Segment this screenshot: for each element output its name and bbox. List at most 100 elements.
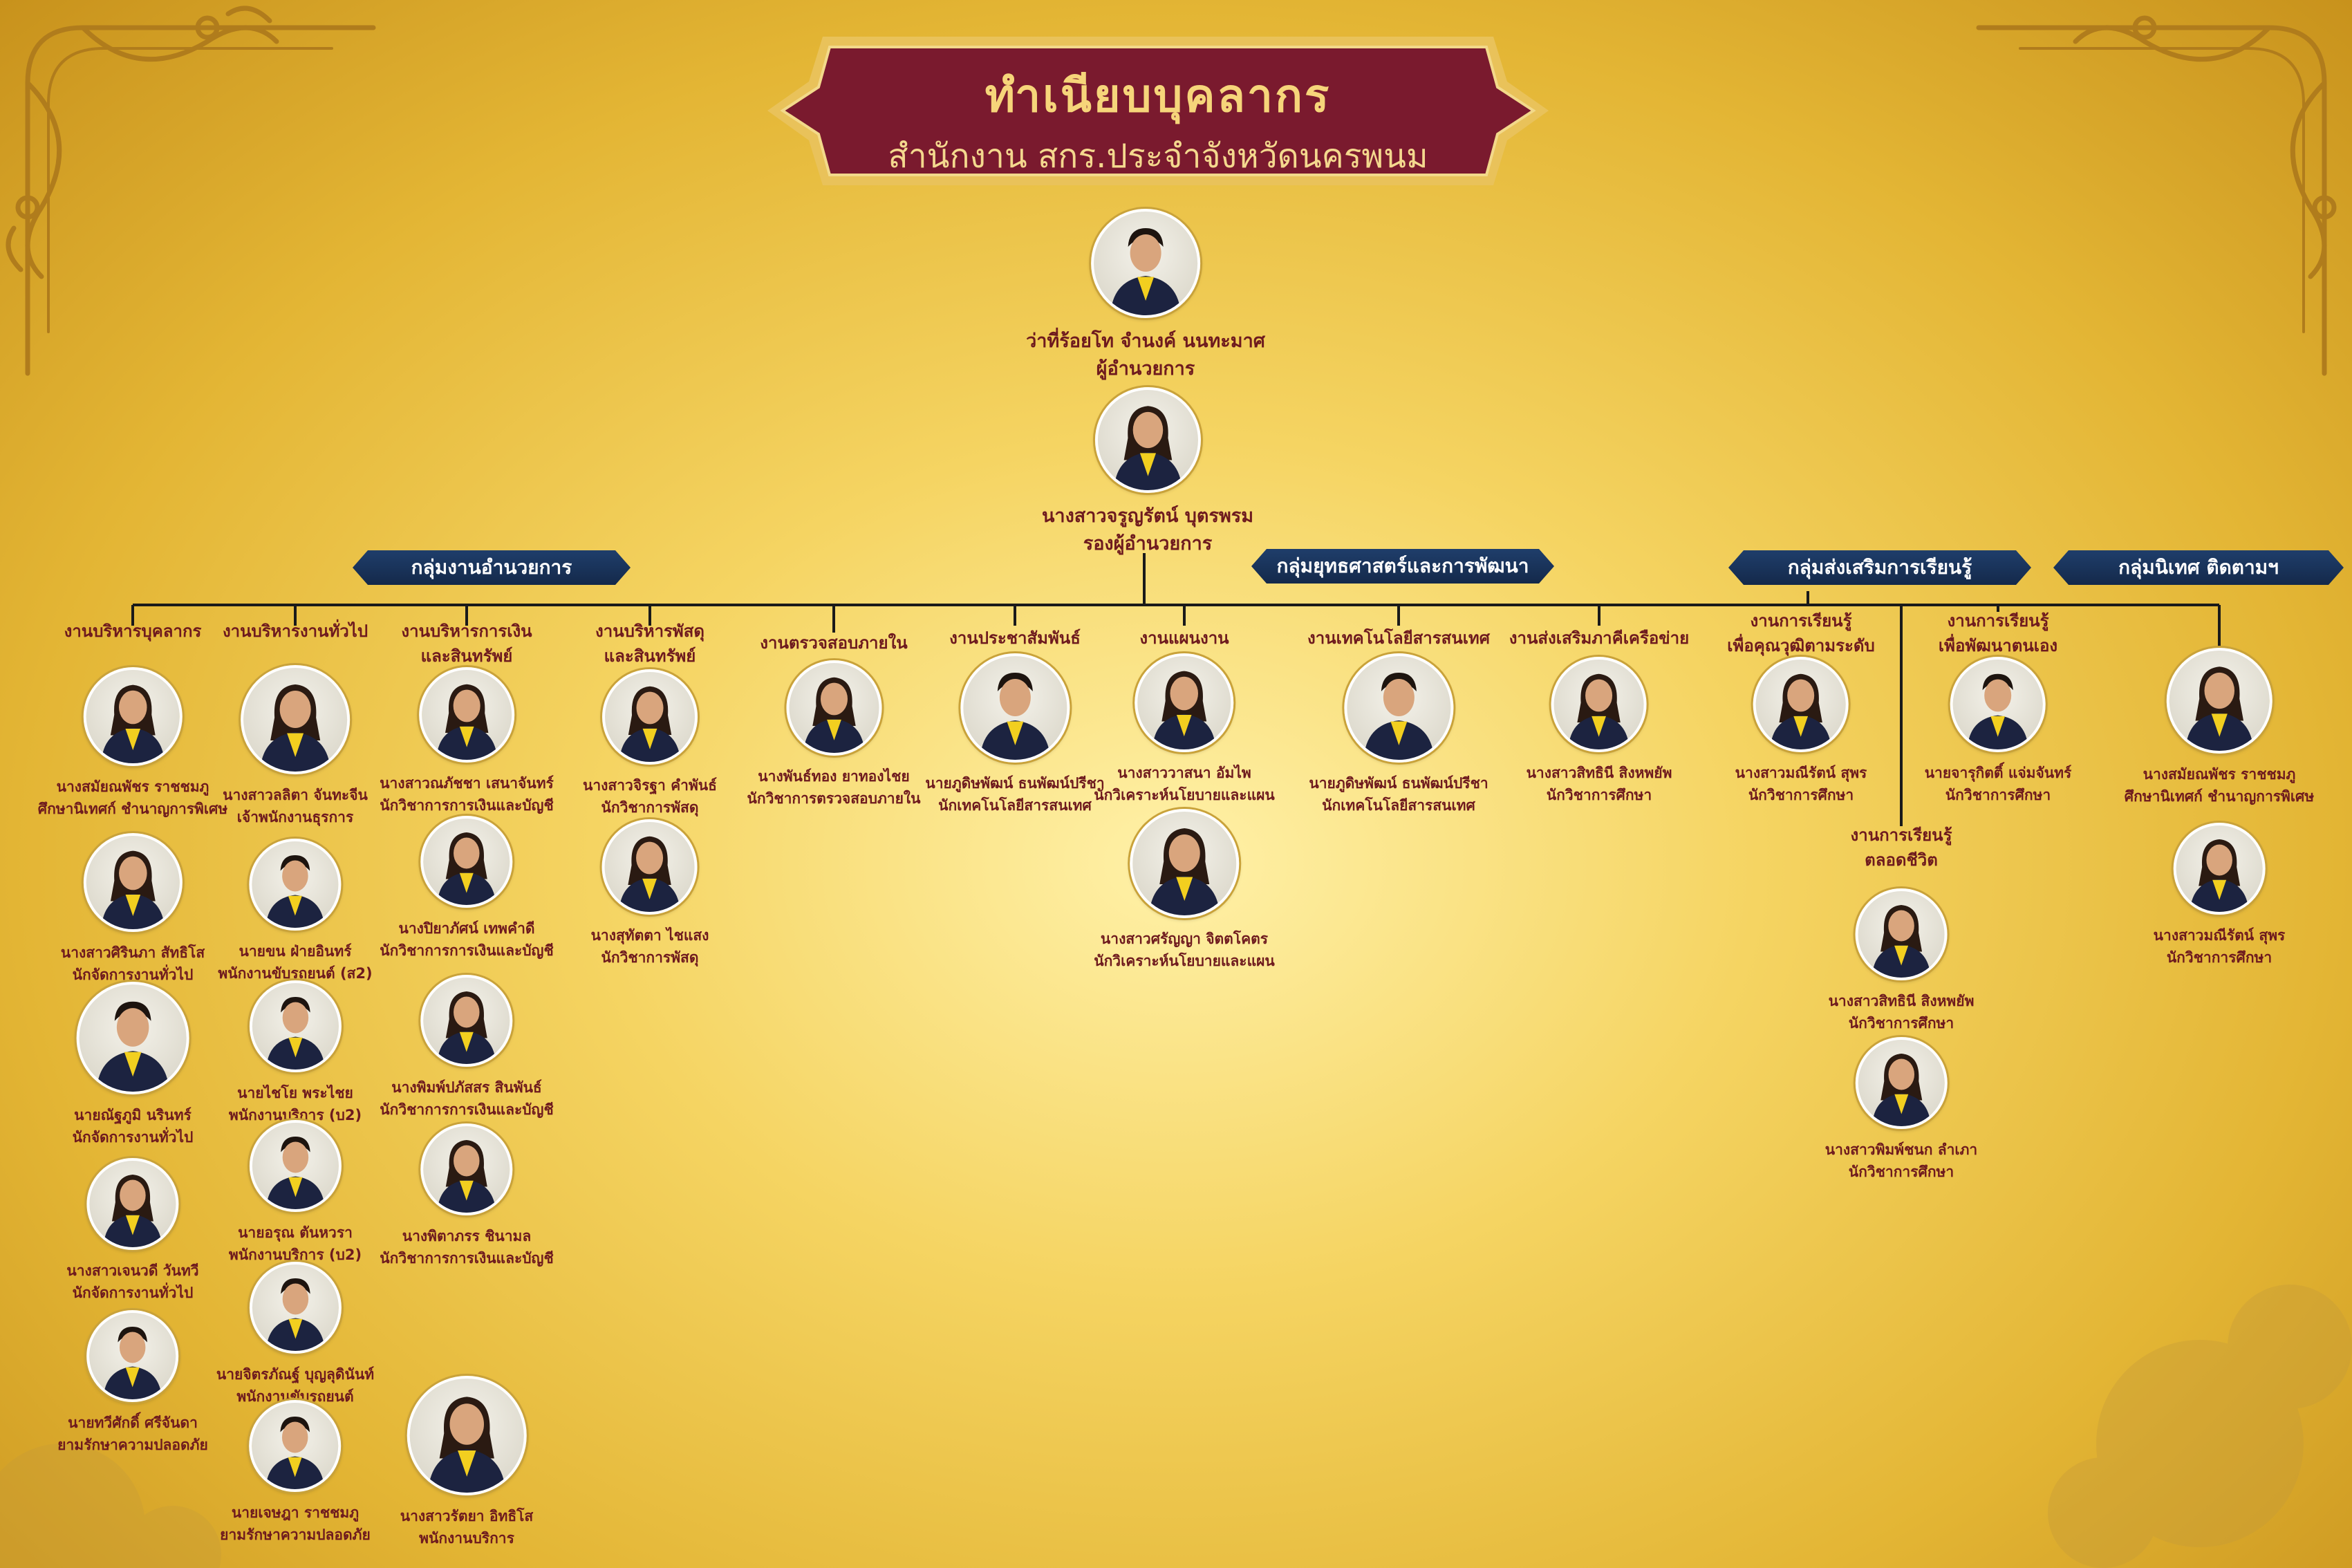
person-card: นายเจษฎา ราชชมภูยามรักษาความปลอดภัย <box>220 1400 371 1546</box>
person-photo <box>420 975 513 1067</box>
person-name: นายทวีศักดิ์ ศรีจันดา <box>68 1415 198 1431</box>
person-position: นักวิชาการศึกษา <box>1848 1015 1954 1032</box>
section-title: งานตรวจสอบภายใน <box>760 633 908 653</box>
person-name: นายเจษฎา ราชชมภู <box>231 1504 360 1521</box>
person-text: นางสาวรัตยา อิทธิโสพนักงานบริการ <box>400 1505 534 1549</box>
person-card: นายณัฐภูมิ นรินทร์นักจัดการงานทั่วไป <box>73 982 194 1148</box>
person-text: นางพิตาภรร ชินามลนักวิชาการการเงินและบัญ… <box>380 1225 553 1269</box>
person-text: นางสาวเจนวดี วันทวีนักจัดการงานทั่วไป <box>66 1260 198 1304</box>
person-card: นางสาวสิทธินี สิงหพยัพนักวิชาการศึกษา <box>1829 888 1974 1034</box>
person-text: นางสาวศิรินภา สัทธิโสนักจัดการงานทั่วไป <box>61 942 205 986</box>
person-text: นายณัฐภูมิ นรินทร์นักจัดการงานทั่วไป <box>73 1104 194 1148</box>
person-card: นางสาวจรูญรัตน์ บุตรพรมรองผู้อำนวยการ <box>1042 387 1253 558</box>
section-title: งานแผนงาน <box>1139 628 1229 648</box>
person-text: นางสาวจิรฐา คำพันธ์นักวิชาการพัสดุ <box>583 774 717 819</box>
person-card: นางพิมพ์ปภัสสร สินพันธ์นักวิชาการการเงิน… <box>380 975 554 1121</box>
person-name: นางสาวรัตยา อิทธิโส <box>400 1508 534 1524</box>
person-position: ยามรักษาความปลอดภัย <box>220 1527 371 1543</box>
person-position: นักวิเคราะห์นโยบายและแผน <box>1094 787 1275 803</box>
person-photo <box>2173 823 2266 915</box>
person-text: ว่าที่ร้อยโท จำนงค์ นนทะมาศผู้อำนวยการ <box>1026 328 1265 383</box>
person-text: นางสาวมณีรัตน์ สุพรนักวิชาการศึกษา <box>2154 924 2286 969</box>
person-text: นายอรุณ ตันหวราพนักงานบริการ (บ2) <box>229 1222 362 1266</box>
person-name: นางสาวมณีรัตน์ สุพร <box>2153 927 2286 944</box>
section-title: งานบริหารงานทั่วไป <box>222 622 368 641</box>
section-title: งานส่งเสริมภาคีเครือข่าย <box>1509 628 1690 648</box>
person-card: นายอรุณ ตันหวราพนักงานบริการ (บ2) <box>229 1120 362 1266</box>
person-text: นางสมัยณพัชร ราชชมภูศึกษานิเทศก์ ชำนาญกา… <box>2125 763 2314 808</box>
person-card: นางสาวศิรินภา สัทธิโสนักจัดการงานทั่วไป <box>61 833 205 986</box>
section-title: งานการเรียนรู้ตลอดชีวิต <box>1850 825 1952 870</box>
person-text: นางสุทัตตา ไชแสงนักวิชาการพัสดุ <box>591 924 709 969</box>
person-text: นางสาวจรูญรัตน์ บุตรพรมรองผู้อำนวยการ <box>1042 503 1253 558</box>
person-card: นางปิยาภัศน์ เทพคำดีนักวิชาการการเงินและ… <box>380 816 554 962</box>
section-title: งานการเรียนรู้เพื่อคุณวุฒิตามระดับ <box>1727 611 1875 655</box>
person-name: นางสาวจิรฐา คำพันธ์ <box>583 777 717 794</box>
person-text: นางพันธ์ทอง ยาทองไชยนักวิชาการตรวจสอบภาย… <box>747 765 920 810</box>
person-card: นายไชโย พระไชยพนักงานบริการ (บ2) <box>229 980 362 1126</box>
page-subtitle: สำนักงาน สกร.ประจำจังหวัดนครพนม <box>888 137 1428 176</box>
person-card: นายภูดิษพัฒน์ ธนพัฒน์ปรีชานักเทคโนโลยีสา… <box>925 653 1105 816</box>
person-photo <box>420 816 513 908</box>
person-position: พนักงานบริการ (บ2) <box>228 1247 362 1263</box>
person-card: ว่าที่ร้อยโท จำนงค์ นนทะมาศผู้อำนวยการ <box>1026 209 1265 383</box>
person-text: นางสมัยณพัชร ราชชมภูศึกษานิเทศก์ ชำนาญกา… <box>38 776 227 820</box>
person-name: นางสาวลลิตา จันทะจีน <box>223 787 368 803</box>
person-photo <box>1950 657 2046 752</box>
person-name: นางสาวศิรินภา สัทธิโส <box>60 944 205 961</box>
person-position: เจ้าพนักงานธุรการ <box>236 809 354 825</box>
person-photo <box>86 1310 179 1402</box>
person-card: นายขน ฝ่ายอินทร์พนักงานขับรถยนต์ (ส2) <box>218 839 373 984</box>
person-name: นายไชโย พระไชย <box>237 1085 353 1101</box>
person-card: นางสาวศรัญญา จิตตโคตรนักวิเคราะห์นโยบายแ… <box>1094 809 1275 972</box>
person-position: นักวิชาการศึกษา <box>1546 787 1652 803</box>
person-photo <box>420 1123 513 1215</box>
group-pill-supervision: กลุ่มนิเทศ ติดตามฯ <box>2053 550 2344 585</box>
person-position: ศึกษานิเทศก์ ชำนาญการพิเศษ <box>37 801 228 817</box>
person-photo <box>249 1120 342 1212</box>
group-pill-strategy: กลุ่มยุทธศาสตร์และการพัฒนา <box>1251 549 1554 584</box>
person-card: นางสาวมณีรัตน์ สุพรนักวิชาการศึกษา <box>2154 823 2286 969</box>
person-card: นางสาวณภัชชา เสนาจันทร์นักวิชาการการเงิน… <box>380 667 554 816</box>
person-text: นายภูดิษพัฒน์ ธนพัฒน์ปรีชานักเทคโนโลยีสา… <box>1309 772 1488 816</box>
person-card: นางพันธ์ทอง ยาทองไชยนักวิชาการตรวจสอบภาย… <box>747 660 921 810</box>
person-text: นายเจษฎา ราชชมภูยามรักษาความปลอดภัย <box>220 1502 371 1546</box>
person-name: นางสาวศรัญญา จิตตโคตร <box>1100 931 1269 947</box>
person-text: นางสาวณภัชชา เสนาจันทร์นักวิชาการการเงิน… <box>380 772 554 816</box>
person-card: นายจารุกิตติ์ แจ่มจันทร์นักวิชาการศึกษา <box>1925 657 2072 806</box>
person-photo <box>1855 1037 1948 1129</box>
person-photo <box>249 980 342 1072</box>
section-title: งานประชาสัมพันธ์ <box>949 628 1081 648</box>
person-text: นางสาวลลิตา จันทะจีนเจ้าพนักงานธุรการ <box>223 784 368 828</box>
person-card: นางสาวลลิตา จันทะจีนเจ้าพนักงานธุรการ <box>223 665 368 828</box>
corner-ornament-top-right <box>1976 15 2337 376</box>
group-pill-administration: กลุ่มงานอำนวยการ <box>353 550 631 585</box>
person-name: นางสุทัตตา ไชแสง <box>590 927 709 944</box>
person-card: นางสมัยณพัชร ราชชมภูศึกษานิเทศก์ ชำนาญกา… <box>38 667 227 820</box>
person-photo <box>1855 888 1948 980</box>
person-name: นางสาวณภัชชา เสนาจันทร์ <box>380 775 554 792</box>
person-photo <box>86 1158 179 1250</box>
person-card: นายทวีศักดิ์ ศรีจันดายามรักษาความปลอดภัย <box>57 1310 208 1456</box>
person-name: นายขน ฝ่ายอินทร์ <box>239 943 352 960</box>
person-photo <box>602 819 698 915</box>
person-photo <box>1130 809 1239 918</box>
person-position: รองผู้อำนวยการ <box>1083 533 1213 554</box>
person-name: นางปิยาภัศน์ เทพคำดี <box>398 920 535 937</box>
person-text: นายจารุกิตติ์ แจ่มจันทร์นักวิชาการศึกษา <box>1925 762 2072 806</box>
person-position: ยามรักษาความปลอดภัย <box>57 1437 208 1453</box>
person-position: นักวิชาการการเงินและบัญชี <box>380 1250 554 1267</box>
person-photo <box>83 667 183 766</box>
person-card: นายภูดิษพัฒน์ ธนพัฒน์ปรีชานักเทคโนโลยีสา… <box>1309 653 1488 816</box>
person-name: นางสาววาสนา อัมไพ <box>1117 765 1251 781</box>
person-photo <box>1135 653 1234 752</box>
person-name: นายภูดิษพัฒน์ ธนพัฒน์ปรีชา <box>1309 775 1488 792</box>
banner-shape <box>767 37 1549 185</box>
person-position: นักวิชาการศึกษา <box>1945 787 2051 803</box>
person-photo <box>1090 209 1200 318</box>
person-photo <box>249 839 342 931</box>
person-card: นางสมัยณพัชร ราชชมภูศึกษานิเทศก์ ชำนาญกา… <box>2125 648 2314 808</box>
person-name: นายจารุกิตติ์ แจ่มจันทร์ <box>1924 765 2072 781</box>
person-text: นางสาวสิทธินี สิงหพยัพนักวิชาการศึกษา <box>1527 762 1672 806</box>
